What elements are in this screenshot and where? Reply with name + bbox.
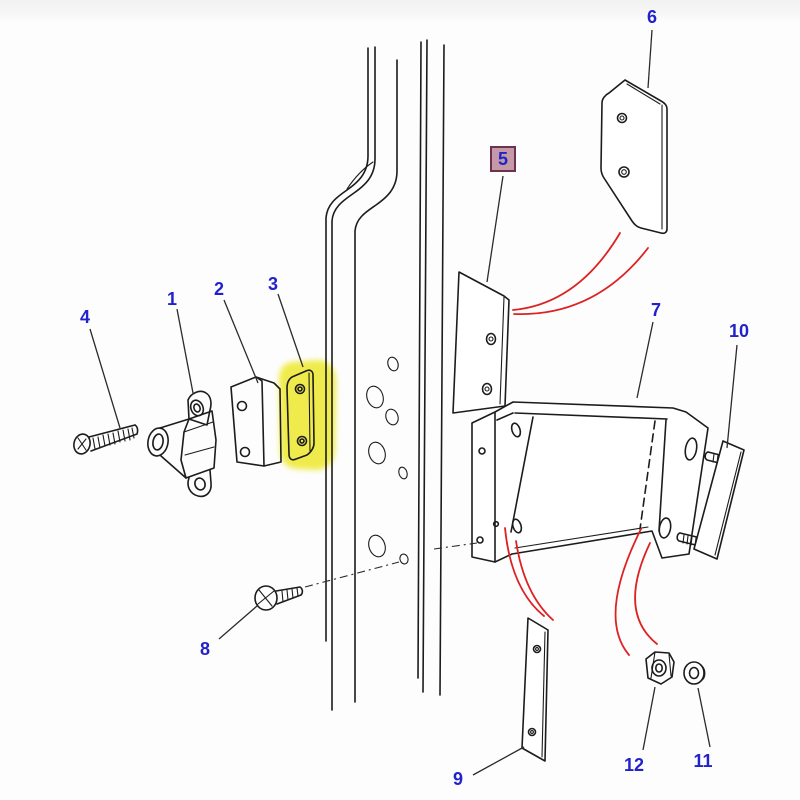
part-callout-12[interactable]: 12 <box>623 755 645 775</box>
pillar-holes <box>366 356 409 565</box>
part1-door-check <box>147 390 217 498</box>
assembly-arrows <box>504 232 658 656</box>
part5-packing-plate <box>452 271 510 414</box>
part-callout-3[interactable]: 3 <box>267 274 279 294</box>
part-callout-4[interactable]: 4 <box>79 307 91 327</box>
part-callout-6[interactable]: 6 <box>646 7 658 27</box>
part7-bracket <box>471 401 709 563</box>
part2-wedge-block <box>230 376 282 467</box>
part6-plate <box>600 79 668 235</box>
part-callout-8[interactable]: 8 <box>199 639 211 659</box>
door-pillar <box>325 39 445 711</box>
part12-nut <box>645 651 675 685</box>
part9-packing-strip <box>521 617 549 762</box>
part-callout-11[interactable]: 11 <box>693 751 713 771</box>
part-callout-2[interactable]: 2 <box>213 279 225 299</box>
part3-gasket <box>286 369 315 461</box>
part8-screw <box>254 585 304 611</box>
part-callout-5-selected[interactable]: 5 <box>489 146 517 172</box>
part4-screw <box>73 424 139 455</box>
part3-highlight-halo <box>279 360 336 470</box>
part11-washer <box>683 661 706 685</box>
part-callout-10[interactable]: 10 <box>728 321 750 341</box>
part-callout-1[interactable]: 1 <box>166 289 178 309</box>
part-callout-7[interactable]: 7 <box>650 300 662 320</box>
part10-tapping-plate <box>676 440 745 560</box>
part-callout-9[interactable]: 9 <box>452 769 464 789</box>
callout-leader-lines <box>89 29 738 776</box>
centre-lines <box>304 542 478 588</box>
